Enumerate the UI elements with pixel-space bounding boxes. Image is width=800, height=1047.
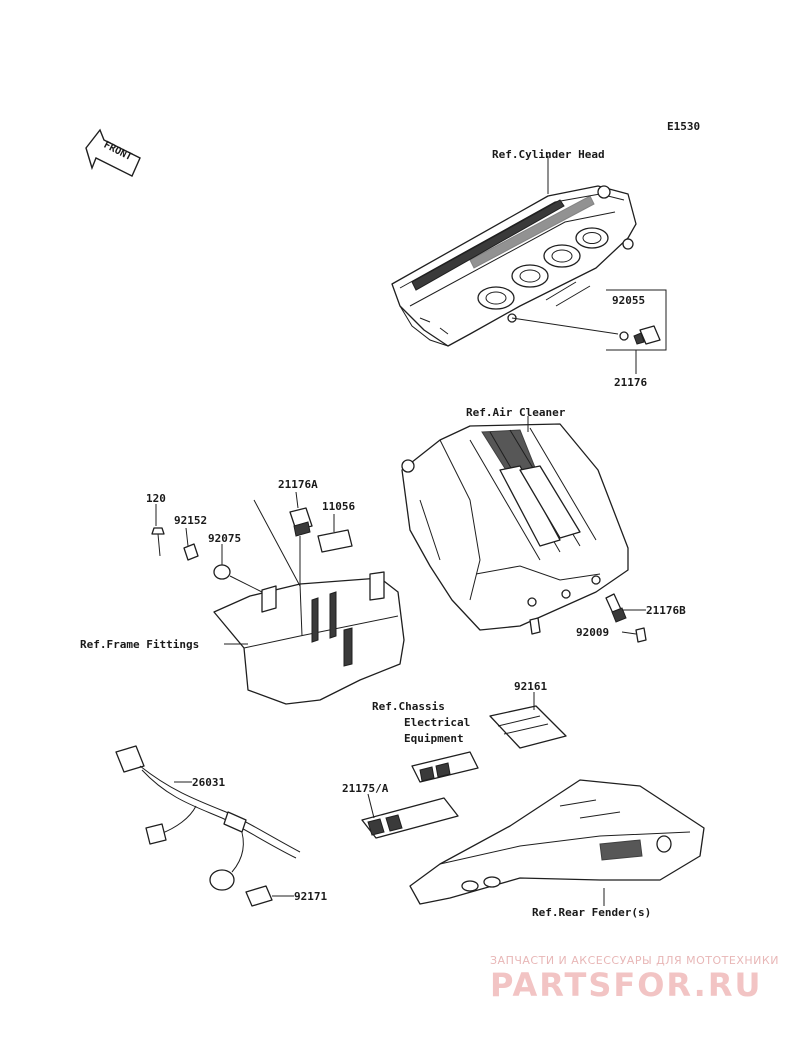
leader-92152 [185,527,189,547]
leader-21176a [295,491,299,509]
watermark-logo: PARTSFOR.RU [490,966,762,1004]
ref-chassis-line2: Electrical [404,716,470,729]
cylinder-head-illustration [391,185,637,347]
label-92009: 92009 [576,626,609,639]
front-arrow-icon: FRONT [85,128,141,177]
sensor-21176a [289,507,313,537]
o-ring-92055 [619,331,629,341]
diagram-code: E1530 [667,120,700,133]
bracket-11056 [317,529,353,553]
frame-fittings-tray [213,571,405,705]
ref-rear-fender: Ref.Rear Fender(s) [532,906,651,919]
grommet-92075 [213,564,231,580]
air-cleaner-illustration [401,423,629,635]
label-26031: 26031 [192,776,225,789]
leader-21175a [367,793,375,819]
bolt-120 [151,527,165,557]
ecu-21175a [361,797,459,839]
label-92055: 92055 [612,294,645,307]
sensor-21176b [605,593,627,623]
label-21176a: 21176A [278,478,318,491]
leader-21176a-install [253,499,301,587]
leader-21176-install [511,317,619,335]
ref-frame-fittings: Ref.Frame Fittings [80,638,199,651]
connector-chassis [411,751,479,783]
screw-92009 [635,627,647,643]
rear-fender-illustration [409,779,705,905]
label-11056: 11056 [322,500,355,513]
harness-26031 [115,745,301,891]
clamp-92171 [245,885,273,907]
label-21175a: 21175/A [342,782,389,795]
collar-92152 [183,543,199,561]
sensor-21176 [633,325,661,345]
label-92161: 92161 [514,680,547,693]
label-92152: 92152 [174,514,207,527]
ref-air-cleaner: Ref.Air Cleaner [466,406,566,419]
leader-92075-install [229,575,263,593]
ref-chassis-line1: Ref.Chassis [372,700,445,713]
label-21176: 21176 [614,376,647,389]
label-92075: 92075 [208,532,241,545]
label-120: 120 [146,492,166,505]
ecu-92161 [489,705,567,749]
ref-cylinder-head: Ref.Cylinder Head [492,148,605,161]
label-92171: 92171 [294,890,327,903]
leader-92009 [621,631,637,635]
label-21176b: 21176B [646,604,686,617]
ref-chassis-line3: Equipment [404,732,464,745]
watermark-tagline: ЗАПЧАСТИ И АКСЕССУАРЫ ДЛЯ МОТОТЕХНИКИ [490,954,779,967]
